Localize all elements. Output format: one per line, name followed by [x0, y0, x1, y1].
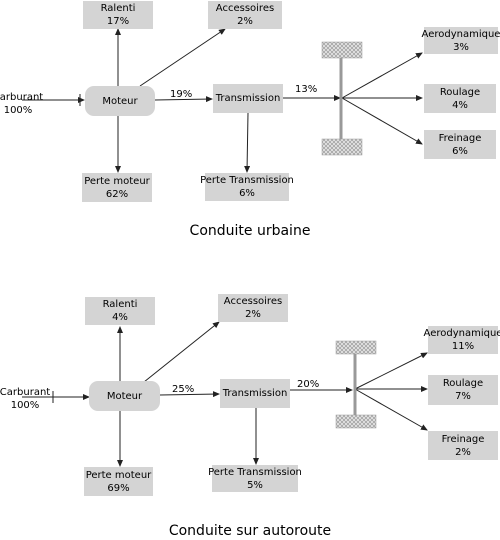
highway-transmission-node: Transmission: [220, 379, 290, 408]
urban-ralenti-label: Ralenti: [100, 3, 136, 14]
highway-transmission-wheels-pct: 20%: [297, 379, 320, 390]
urban-carburant-node: Carburant 100%: [0, 91, 48, 117]
urban-arrows: [22, 28, 423, 173]
urban-caption: Conduite urbaine: [189, 223, 311, 239]
highway-caption: Conduite sur autoroute: [168, 523, 332, 539]
highway-accessoires-label: Accessoires: [223, 296, 283, 307]
highway-perte-transmission-node: Perte Transmission 5%: [208, 465, 302, 492]
urban-transmission-label: Transmission: [215, 93, 281, 104]
urban-freinage-label: Freinage: [438, 132, 482, 144]
highway-perte-moteur-node: Perte moteur 69%: [84, 467, 153, 496]
urban-roulage-value: 4%: [452, 99, 468, 111]
urban-carburant-label: Carburant: [0, 92, 44, 103]
urban-moteur-label: Moteur: [102, 95, 138, 107]
urban-carburant-value: 100%: [3, 105, 33, 116]
highway-accessoires-value: 2%: [245, 309, 261, 320]
urban-transmission-node: Transmission: [213, 84, 283, 113]
urban-transmission-wheels-pct: 13%: [295, 84, 318, 95]
highway-perte-moteur-label: Perte moteur: [85, 469, 152, 481]
urban-accessoires-label: Accessoires: [215, 3, 275, 14]
highway-aerodynamique-value: 11%: [451, 341, 475, 352]
urban-perte-transmission-value: 6%: [239, 188, 255, 199]
highway-moteur-label: Moteur: [106, 390, 143, 402]
highway-aerodynamique-label: Aerodynamique: [423, 328, 500, 339]
highway-perte-transmission-label: Perte Transmission: [208, 466, 302, 478]
urban-perte-transmission-node: Perte Transmission 6%: [200, 173, 294, 201]
highway-accessoires-node: Accessoires 2%: [218, 294, 288, 322]
highway-moteur-transmission-pct: 25%: [172, 384, 195, 395]
highway-carburant-value: 100%: [10, 400, 40, 411]
highway-carburant-node: Carburant 100%: [0, 386, 55, 412]
urban-aerodynamique-label: Aerodynamique: [421, 28, 500, 40]
highway-roulage-label: Roulage: [442, 378, 484, 389]
highway-wheel-axle: [335, 340, 377, 429]
urban-roulage-label: Roulage: [439, 86, 481, 98]
urban-aerodynamique-value: 3%: [453, 41, 469, 53]
urban-moteur-node: Moteur: [85, 86, 155, 116]
urban-roulage-node: Roulage 4%: [424, 84, 496, 113]
urban-perte-moteur-value: 62%: [105, 188, 129, 200]
highway-ralenti-value: 4%: [112, 312, 128, 323]
urban-aerodynamique-node: Aerodynamique 3%: [421, 27, 500, 54]
urban-ralenti-value: 17%: [106, 16, 130, 27]
urban-accessoires-value: 2%: [237, 16, 253, 27]
highway-ralenti-node: Ralenti 4%: [85, 297, 155, 325]
highway-aerodynamique-node: Aerodynamique 11%: [424, 326, 500, 354]
highway-perte-transmission-value: 5%: [247, 479, 263, 491]
urban-perte-moteur-label: Perte moteur: [84, 175, 150, 187]
highway-arrows: [22, 321, 428, 467]
highway-freinage-label: Freinage: [441, 433, 485, 445]
urban-freinage-value: 6%: [452, 145, 468, 157]
highway-roulage-node: Roulage 7%: [428, 375, 498, 405]
highway-transmission-label: Transmission: [222, 388, 288, 399]
urban-ralenti-node: Ralenti 17%: [83, 1, 153, 29]
highway-carburant-label: Carburant: [0, 387, 51, 398]
urban-freinage-node: Freinage 6%: [424, 130, 496, 159]
urban-perte-transmission-label: Perte Transmission: [200, 175, 294, 186]
urban-perte-moteur-node: Perte moteur 62%: [82, 173, 152, 202]
highway-freinage-value: 2%: [455, 446, 471, 458]
highway-moteur-node: Moteur: [89, 381, 160, 411]
highway-ralenti-label: Ralenti: [102, 299, 138, 310]
urban-wheel-axle: [321, 41, 363, 156]
highway-perte-moteur-value: 69%: [107, 482, 130, 494]
highway-roulage-value: 7%: [455, 391, 471, 402]
highway-freinage-node: Freinage 2%: [428, 431, 498, 460]
urban-moteur-transmission-pct: 19%: [170, 89, 193, 100]
urban-accessoires-node: Accessoires 2%: [208, 1, 282, 29]
